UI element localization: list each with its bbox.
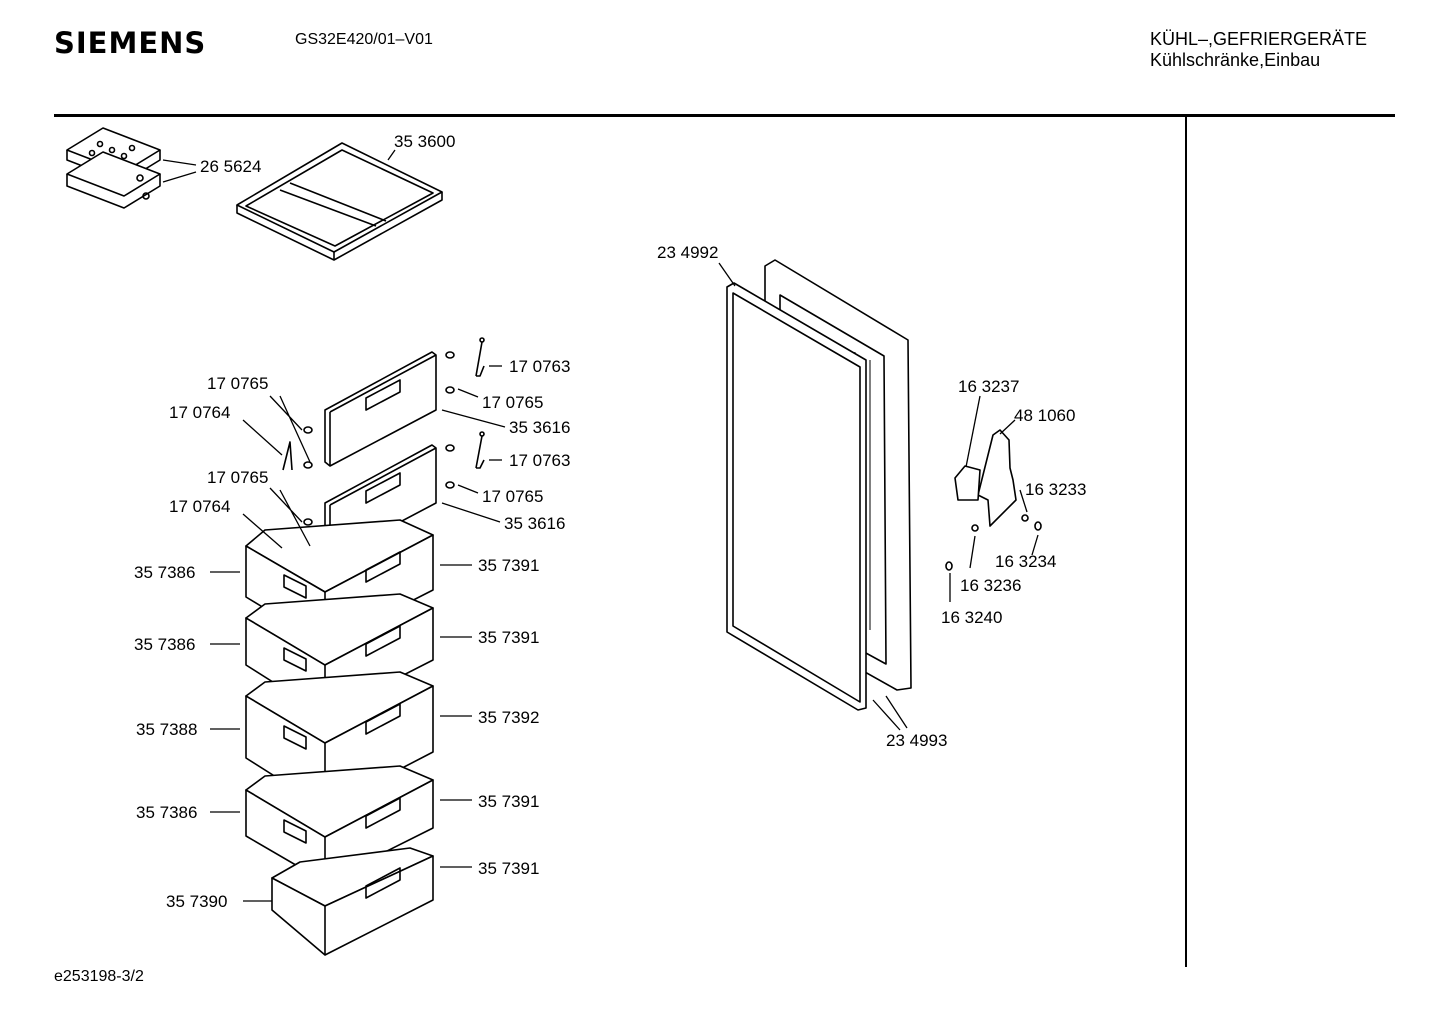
part-label: 48 1060 [1014,406,1076,425]
part-label: 35 7391 [478,556,540,575]
part-label: 35 3616 [504,514,566,533]
drawer-4 [245,765,434,883]
part-label: 35 7392 [478,708,540,727]
part-label: 35 7388 [136,720,198,739]
header-divider [54,114,1395,117]
part-label: 16 3237 [958,377,1020,396]
category-title: KÜHL–,GEFRIERGERÄTE [1150,29,1368,49]
part-label: 16 3234 [995,552,1057,571]
part-label: 23 4993 [886,731,948,750]
part-label: 35 7391 [478,628,540,647]
part-label: 35 7386 [134,635,196,654]
part-label: 17 0763 [509,451,571,470]
part-label: 35 7386 [134,563,196,582]
leader-lines [162,149,1039,902]
part-label: 35 7391 [478,792,540,811]
part-label: 35 7386 [136,803,198,822]
freezer-shelf [236,142,443,261]
door-gasket [726,282,867,711]
part-label: 17 0764 [169,403,231,422]
part-label: 17 0763 [509,357,571,376]
part-label: 17 0765 [482,393,544,412]
part-label: 23 4992 [657,243,719,262]
part-label: 16 3233 [1025,480,1087,499]
part-label: 35 7390 [166,892,228,911]
part-label: 17 0764 [169,497,231,516]
part-label: 17 0765 [482,487,544,506]
drawing-id: e253198-3/2 [54,968,144,985]
part-label: 35 3616 [509,418,571,437]
part-label: 35 3600 [394,132,456,151]
drawer-5 [271,847,434,956]
part-label: 16 3236 [960,576,1022,595]
margin-divider [1185,117,1187,967]
model-number: GS32E420/01–V01 [295,31,433,48]
hinge-bracket [945,429,1042,571]
part-label: 35 7391 [478,859,540,878]
category-subtitle: Kühlschränke,Einbau [1150,50,1321,70]
part-label: 17 0765 [207,468,269,487]
hinge-block-lower [66,151,161,209]
flap-panel-upper [324,351,437,467]
part-label: 17 0765 [207,374,269,393]
part-label: 16 3240 [941,608,1003,627]
brand-logo: SIEMENS [54,26,207,60]
part-label: 26 5624 [200,157,262,176]
